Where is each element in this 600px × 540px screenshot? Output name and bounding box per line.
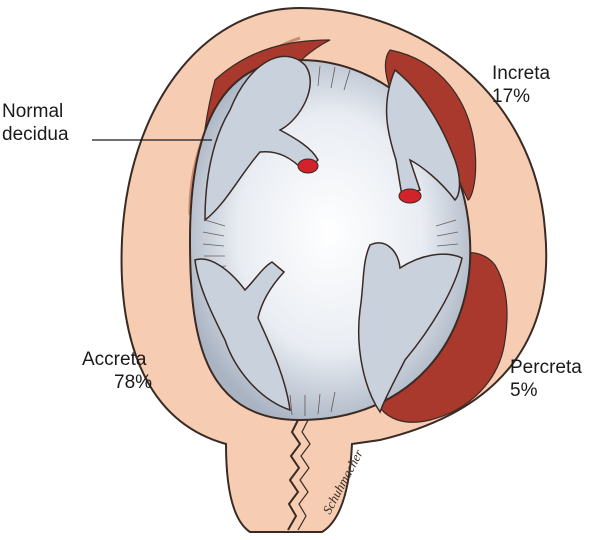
label-accreta-percent: 78%	[114, 372, 153, 393]
chorionic-villus-lower-right	[357, 242, 463, 414]
villus-tip-upper-right	[398, 188, 422, 204]
cervical-canal	[287, 419, 302, 531]
label-normal-decidua: Normal decidua	[2, 100, 69, 146]
label-percreta-name: Percreta	[510, 357, 582, 378]
label-normal-decidua-line1: Normal	[2, 101, 64, 122]
label-increta-percent: 17%	[492, 86, 531, 107]
label-increta-name: Increta	[492, 63, 551, 84]
label-accreta: Accreta 78%	[82, 348, 152, 394]
label-increta: Increta 17%	[492, 62, 550, 108]
chorionic-villus-upper-left	[204, 55, 319, 222]
villus-tip-upper-left	[297, 158, 319, 174]
label-percreta-percent: 5%	[510, 380, 538, 401]
chorionic-villus-upper-right	[385, 68, 461, 204]
label-accreta-name: Accreta	[82, 349, 147, 370]
label-percreta: Percreta 5%	[510, 356, 582, 402]
chorionic-villus-lower-left	[194, 258, 291, 412]
label-normal-decidua-line2: decidua	[2, 124, 69, 145]
